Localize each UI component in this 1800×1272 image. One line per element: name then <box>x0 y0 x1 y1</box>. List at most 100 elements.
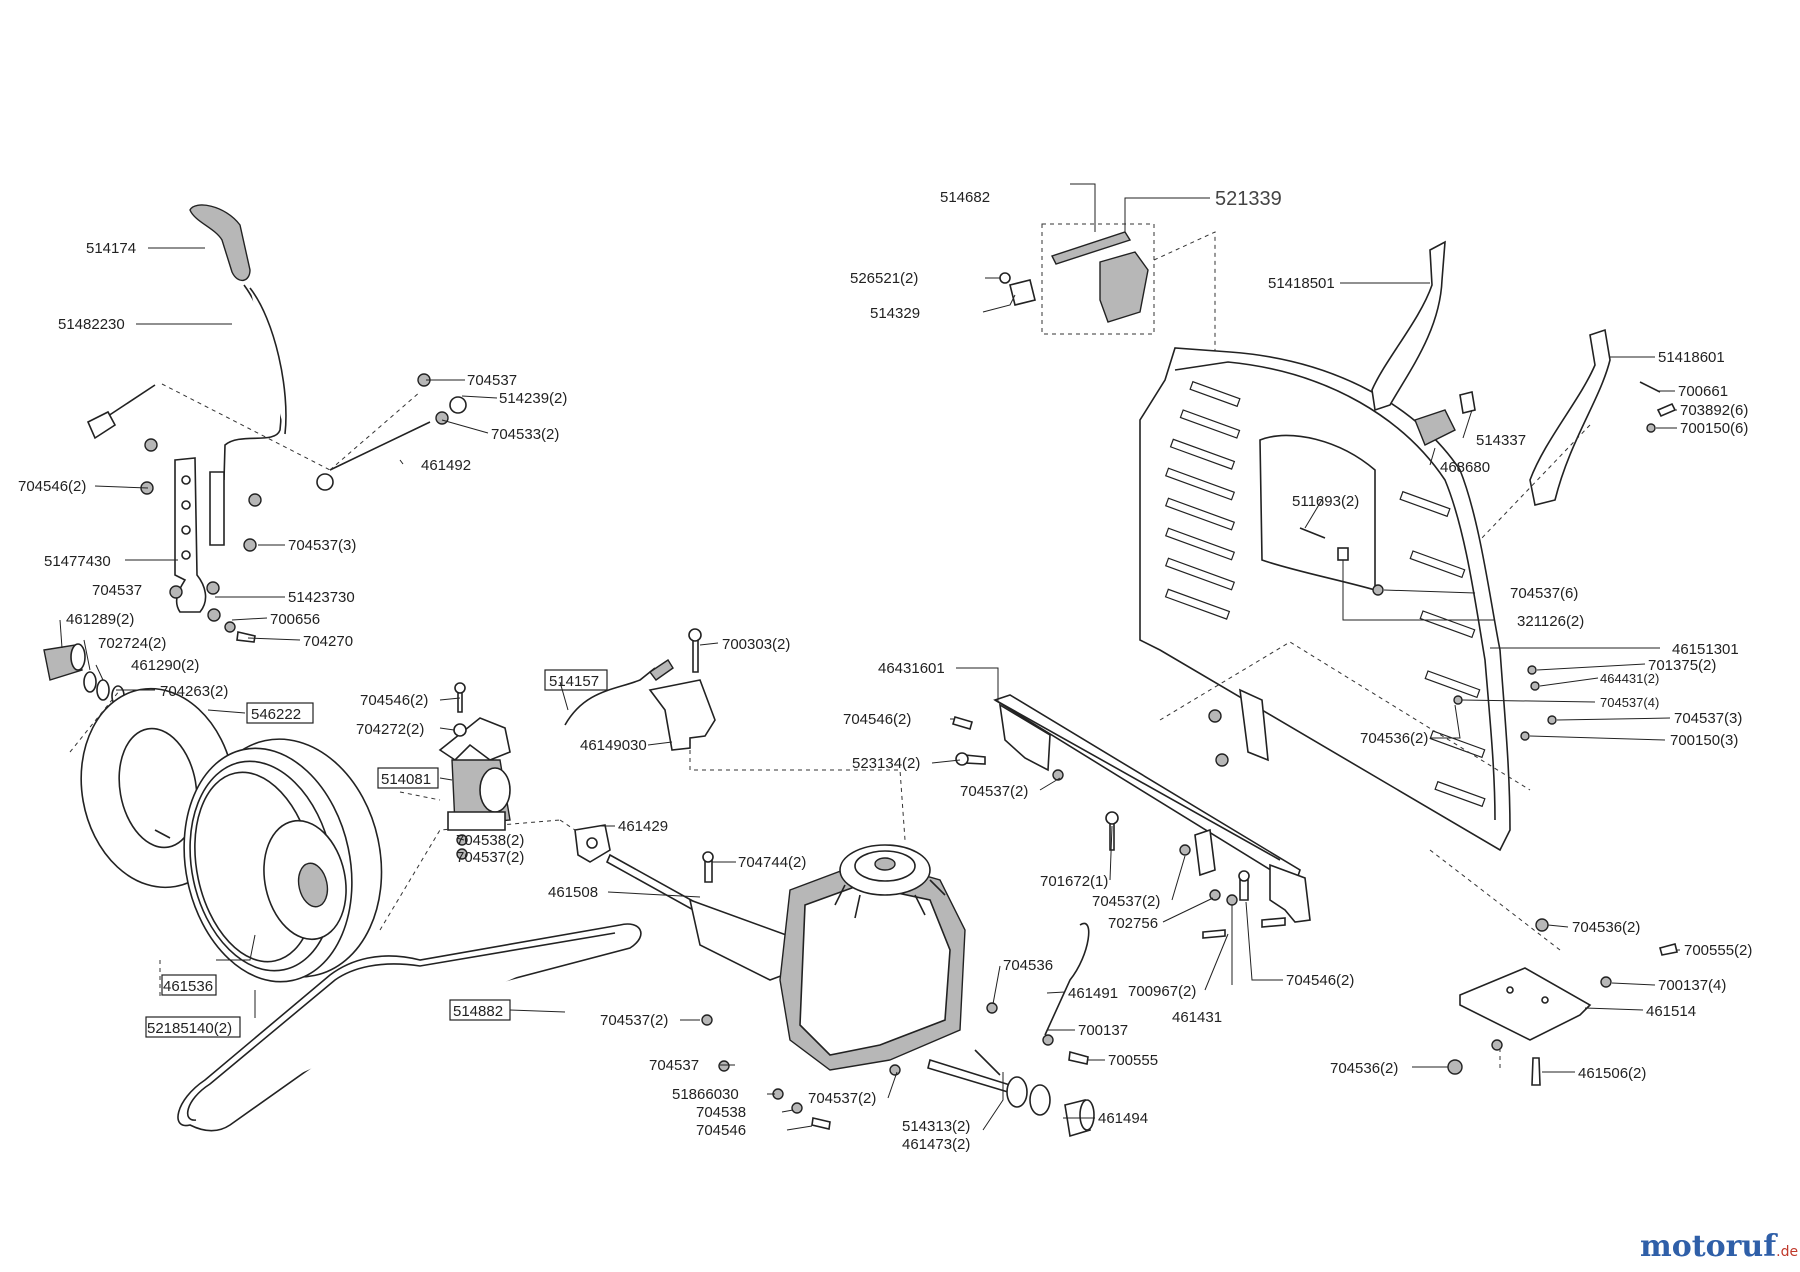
label-461473: 461473(2) <box>902 1136 970 1153</box>
nut-704537-l <box>1179 844 1191 856</box>
label-461289: 461289(2) <box>66 611 134 628</box>
box-514081 <box>377 767 439 789</box>
pin-514313 <box>974 1049 1001 1076</box>
label-51866030: 51866030 <box>672 1086 739 1103</box>
box-514882 <box>449 999 511 1021</box>
label-546222: 546222 <box>251 706 301 723</box>
nut-e <box>206 581 220 595</box>
frame-bar-top <box>994 699 1281 861</box>
fan-blades <box>834 879 946 919</box>
nut-464431 <box>1530 681 1540 691</box>
label-700303: 700303(2) <box>722 636 790 653</box>
bolt-704744 <box>704 859 713 883</box>
plate-hole-4 <box>181 550 191 560</box>
bolt-head-701672 <box>1105 811 1119 825</box>
watermark-text: motoruf.de <box>1640 1229 1798 1264</box>
cable-end <box>86 410 117 440</box>
label-468680: 468680 <box>1440 459 1490 476</box>
label-51477430: 51477430 <box>44 553 111 570</box>
drive-belt-inner <box>187 932 616 1121</box>
control-lever-assembly <box>86 204 467 643</box>
switch-514329 <box>1009 279 1036 306</box>
panel-slot-3 <box>1169 438 1236 470</box>
label-461494: 461494 <box>1098 1110 1148 1127</box>
bolt-lower-right <box>1261 917 1286 928</box>
washer-700150-b <box>1520 731 1530 741</box>
clip-321126 <box>1337 547 1349 561</box>
tire-546222-rim <box>118 727 198 849</box>
panel-slot-r4 <box>1424 670 1481 699</box>
box-546222 <box>246 702 314 724</box>
label-461431: 461431 <box>1172 1009 1222 1026</box>
bolt-head-523134 <box>955 752 969 766</box>
bolt-700555 <box>1068 1050 1089 1065</box>
label-514313: 514313(2) <box>902 1118 970 1135</box>
box-52185140 <box>145 1016 241 1038</box>
panel-slot-5 <box>1164 497 1236 531</box>
label-526521: 526521(2) <box>850 270 918 287</box>
spring-514157 <box>648 659 674 681</box>
panel-slot-r6 <box>1434 780 1486 808</box>
bracket-514081-top <box>438 717 511 762</box>
frame-bracket-left <box>998 703 1051 772</box>
label-514329: 514329 <box>870 305 920 322</box>
plate-hole-2 <box>181 500 191 510</box>
bolt-704270 <box>236 631 256 643</box>
label-704538b: 704538 <box>696 1104 746 1121</box>
bolt-704546-d <box>952 716 973 730</box>
label-700150a: 700150(6) <box>1680 420 1748 437</box>
panel-slot-4 <box>1164 467 1236 501</box>
nut-704536-t <box>986 1002 998 1014</box>
washer-461473-b <box>1029 1084 1051 1116</box>
lever-rod <box>223 284 282 481</box>
bolt-703892 <box>1656 402 1677 418</box>
label-704537a: 704537 <box>467 372 517 389</box>
label-514337: 514337 <box>1476 432 1526 449</box>
label-700555a: 700555 <box>1108 1052 1158 1069</box>
panel-slot-6 <box>1164 527 1236 561</box>
label-51482230: 51482230 <box>58 316 125 333</box>
label-46431601: 46431601 <box>878 660 945 677</box>
bracket-panel-lower <box>1239 688 1269 762</box>
nut-g <box>207 608 221 622</box>
ball-joint-b <box>449 396 467 414</box>
bolt-704546-c <box>811 1117 831 1130</box>
kit-box <box>1041 223 1155 335</box>
ball-joint-a <box>316 473 334 491</box>
dash-kit-1 <box>1153 231 1216 610</box>
floor-plate <box>1459 967 1592 1041</box>
lever-bracket <box>209 471 225 546</box>
bearing-face <box>479 767 511 813</box>
label-704537e: 704537(2) <box>600 1012 668 1029</box>
pin-700661 <box>1639 381 1661 393</box>
label-700661: 700661 <box>1678 383 1728 400</box>
label-521339: 521339 <box>1215 188 1282 210</box>
drive-belt-514882 <box>177 923 642 1132</box>
lever-rod-inner <box>249 287 287 435</box>
washer-704272 <box>453 723 467 737</box>
part-514682 <box>1051 231 1132 265</box>
callout-labels: 514174 51482230 704537 514239(2) 704533(… <box>18 188 1752 1153</box>
label-461290: 461290(2) <box>131 657 199 674</box>
label-704536c: 704536(2) <box>1572 919 1640 936</box>
nut-f <box>169 585 183 599</box>
bolt-704546-e <box>1239 879 1249 901</box>
label-514157: 514157 <box>549 673 599 690</box>
pin-461506 <box>1531 1057 1541 1086</box>
lever-plate <box>174 457 207 613</box>
fan-pulley-hub <box>874 857 896 871</box>
bracket-46149030 <box>648 679 716 751</box>
label-51418501: 51418501 <box>1268 275 1335 292</box>
label-700150b: 700150(3) <box>1670 732 1738 749</box>
label-523134: 523134(2) <box>852 755 920 772</box>
box-514157 <box>544 669 608 691</box>
frame-bracket-right <box>1269 863 1311 923</box>
nut-704536-d <box>1535 918 1549 932</box>
lever-grip <box>189 204 251 282</box>
label-704263: 704263(2) <box>160 683 228 700</box>
label-46151301: 46151301 <box>1672 641 1739 658</box>
nut-704538 <box>456 834 468 846</box>
label-511693: 511693(2) <box>1292 493 1359 510</box>
wheel-hub <box>297 862 329 908</box>
part-module <box>1099 251 1149 323</box>
